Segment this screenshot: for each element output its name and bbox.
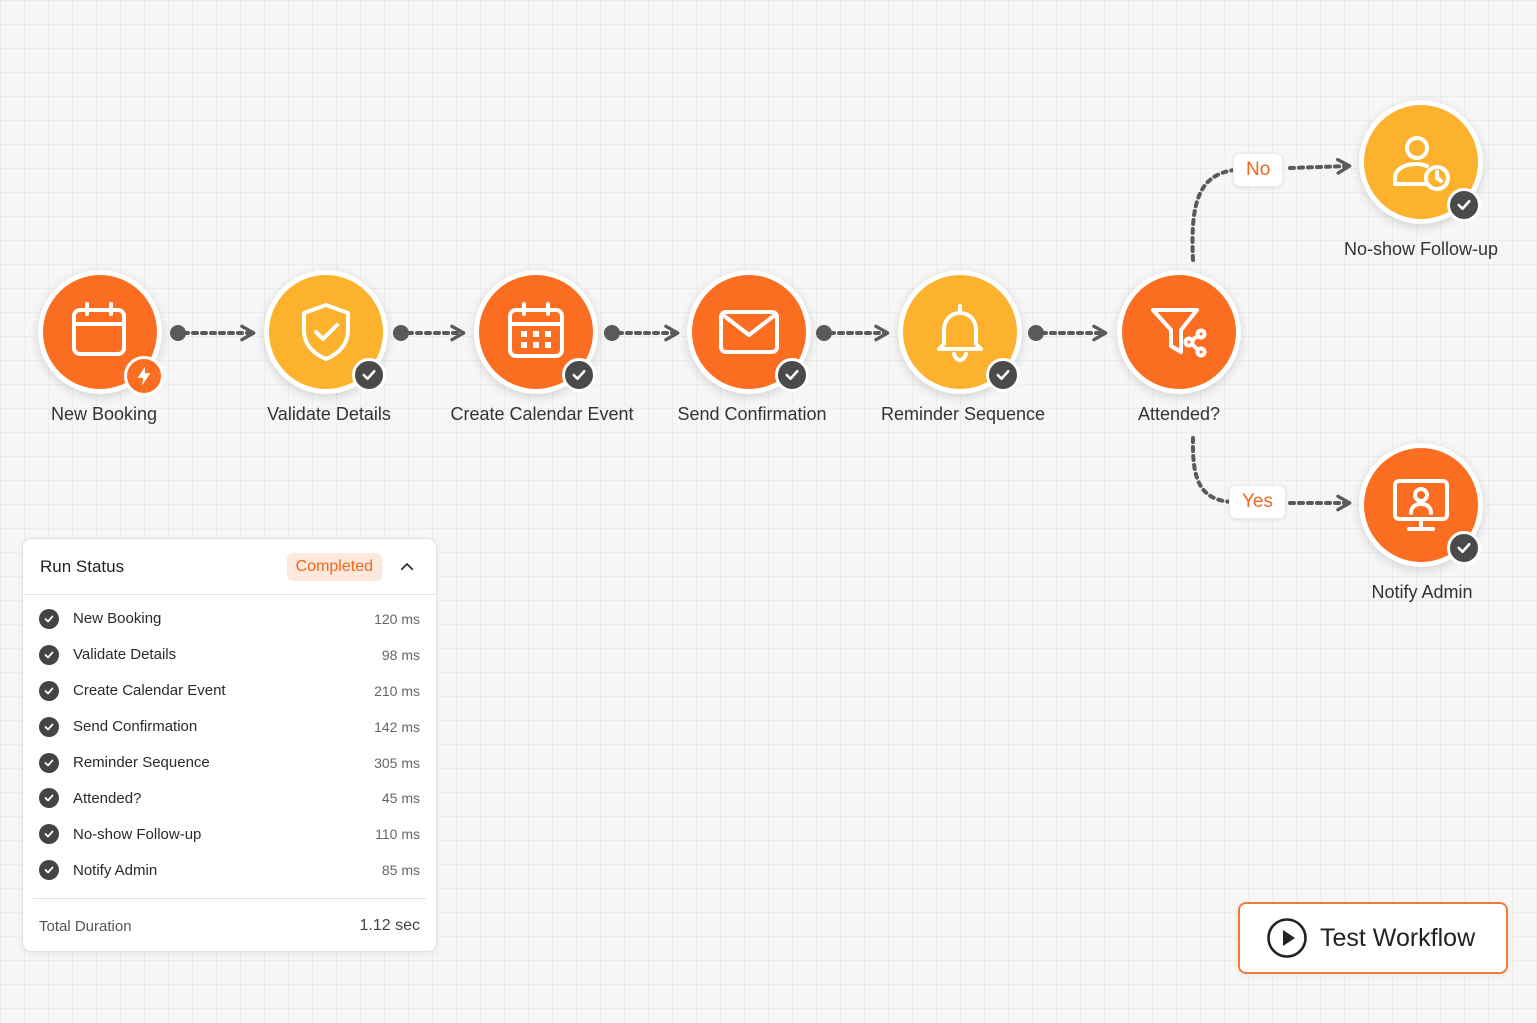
node-new-booking[interactable] [38, 270, 164, 396]
user-clock-icon [1393, 136, 1450, 191]
total-duration-row: Total Duration 1.12 sec [23, 899, 436, 953]
play-circle-icon [1267, 918, 1307, 958]
shield-check-icon [302, 303, 350, 361]
step-row[interactable]: New Booking 120 ms [39, 601, 420, 637]
node-label-no-show-follow-up: No-show Follow-up [1343, 239, 1499, 259]
step-name: Send Confirmation [73, 718, 198, 736]
test-workflow-button[interactable]: Test Workflow [1238, 902, 1508, 974]
check-badge-icon [986, 358, 1020, 392]
node-notify-admin[interactable] [1359, 443, 1483, 567]
node-label-send-confirmation: Send Confirmation [677, 404, 827, 424]
node-label-notify-admin: Notify Admin [1371, 582, 1473, 602]
test-workflow-label: Test Workflow [1320, 923, 1476, 952]
node-no-show-follow-up[interactable] [1359, 100, 1483, 224]
check-circle-icon [39, 644, 59, 665]
connector-no-to-node [1288, 157, 1352, 175]
check-badge-icon [1447, 188, 1481, 222]
check-circle-icon [39, 788, 59, 809]
step-duration: 98 ms [381, 646, 420, 663]
step-list: New Booking 120 ms Validate Details 98 m… [23, 595, 436, 888]
step-name: New Booking [73, 610, 162, 628]
step-duration: 305 ms [374, 754, 420, 771]
check-badge-icon [775, 358, 809, 392]
calendar-grid-icon [508, 302, 564, 358]
check-circle-icon [39, 608, 59, 629]
step-duration: 110 ms [375, 826, 420, 843]
node-create-calendar-event[interactable] [474, 270, 598, 394]
step-name: Notify Admin [73, 861, 158, 879]
chevron-up-icon [400, 562, 414, 570]
node-validate-details[interactable] [264, 270, 388, 394]
collapse-button[interactable] [396, 556, 418, 578]
step-duration: 210 ms [374, 682, 420, 699]
monitor-user-icon [1393, 479, 1449, 531]
connector-branch-no [1190, 168, 1236, 262]
check-circle-icon [39, 716, 59, 737]
check-badge-icon [562, 358, 596, 392]
step-row[interactable]: Send Confirmation 142 ms [39, 709, 420, 745]
check-circle-icon [39, 860, 59, 881]
step-duration: 45 ms [381, 790, 420, 807]
divider [33, 898, 426, 900]
check-circle-icon [39, 752, 59, 773]
node-label-new-booking: New Booking [50, 404, 158, 424]
run-status-panel: Run Status Completed New Booking 120 ms … [22, 538, 437, 952]
run-status-title: Run Status [40, 556, 125, 576]
envelope-icon [719, 310, 779, 354]
step-duration: 142 ms [374, 718, 420, 735]
step-row[interactable]: Create Calendar Event 210 ms [39, 673, 420, 709]
step-row[interactable]: Attended? 45 ms [39, 780, 420, 816]
branch-yes-tag: Yes [1229, 485, 1286, 519]
run-status-header: Run Status Completed [23, 539, 436, 595]
step-duration: 120 ms [374, 610, 420, 627]
node-label-create-calendar-event: Create Calendar Event [450, 404, 634, 424]
step-row[interactable]: No-show Follow-up 110 ms [39, 816, 420, 852]
calendar-icon [72, 302, 126, 356]
branch-no-tag: No [1233, 153, 1284, 187]
node-disc [1122, 275, 1236, 389]
step-row[interactable]: Validate Details 98 ms [39, 637, 420, 673]
filter-branch-icon [1151, 308, 1207, 358]
check-circle-icon [39, 680, 59, 701]
status-badge: Completed [286, 552, 382, 581]
step-duration: 85 ms [381, 862, 420, 879]
node-label-reminder-sequence: Reminder Sequence [880, 404, 1046, 424]
step-name: Attended? [73, 789, 142, 807]
bell-icon [937, 304, 983, 362]
step-row[interactable]: Notify Admin 85 ms [39, 852, 420, 888]
step-name: No-show Follow-up [73, 825, 202, 843]
node-label-validate-details: Validate Details [267, 404, 391, 424]
node-reminder-sequence[interactable] [898, 270, 1022, 394]
node-send-confirmation[interactable] [687, 270, 811, 394]
step-row[interactable]: Reminder Sequence 305 ms [39, 745, 420, 781]
check-badge-icon [1447, 531, 1481, 565]
total-duration-value: 1.12 sec [359, 917, 420, 935]
bolt-badge-icon [124, 356, 164, 396]
connector-branch-yes [1190, 436, 1234, 504]
step-name: Reminder Sequence [73, 754, 210, 771]
total-duration-label: Total Duration [39, 917, 132, 935]
check-badge-icon [352, 358, 386, 392]
check-circle-icon [39, 824, 59, 845]
step-name: Validate Details [73, 646, 177, 664]
step-name: Create Calendar Event [73, 682, 226, 700]
node-attended[interactable] [1117, 270, 1241, 394]
node-label-attended: Attended? [1137, 404, 1221, 424]
